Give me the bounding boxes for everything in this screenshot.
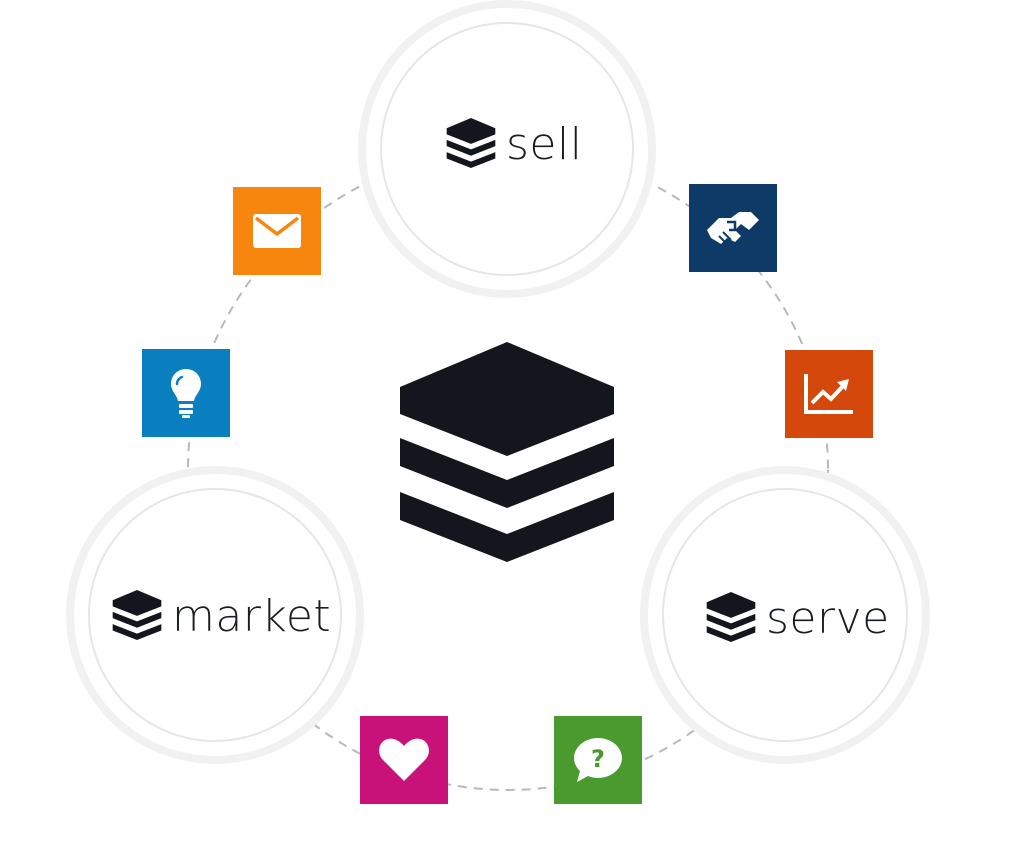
handshake-icon — [707, 212, 759, 244]
chart-trend-icon — [804, 374, 853, 414]
sell-hub-inner-ring — [380, 22, 634, 276]
svg-text:?: ? — [591, 745, 605, 773]
market-hub-label: market — [172, 591, 332, 642]
sell-hub-label: sell — [506, 119, 583, 170]
sell-hub[interactable]: sell — [446, 118, 582, 172]
handshake-tile[interactable] — [689, 184, 777, 272]
question-bubble-icon: ? — [574, 738, 622, 782]
favorite-tile[interactable] — [360, 716, 448, 804]
heart-icon — [379, 738, 429, 781]
email-tile[interactable] — [233, 187, 321, 275]
market-hub-inner-ring — [88, 488, 342, 742]
stack-logo-icon — [446, 118, 496, 172]
analytics-tile[interactable] — [785, 350, 873, 438]
envelope-icon — [253, 214, 301, 248]
central-stack-logo-icon — [400, 342, 614, 562]
serve-hub[interactable]: serve — [706, 592, 890, 646]
serve-hub-label: serve — [766, 593, 890, 644]
lightbulb-icon — [171, 369, 201, 418]
stack-logo-icon — [706, 592, 756, 646]
market-hub[interactable]: market — [112, 590, 331, 644]
serve-hub-inner-ring — [662, 488, 908, 742]
idea-tile[interactable] — [142, 349, 230, 437]
stack-logo-icon — [112, 590, 162, 644]
support-tile[interactable]: ? — [554, 716, 642, 804]
